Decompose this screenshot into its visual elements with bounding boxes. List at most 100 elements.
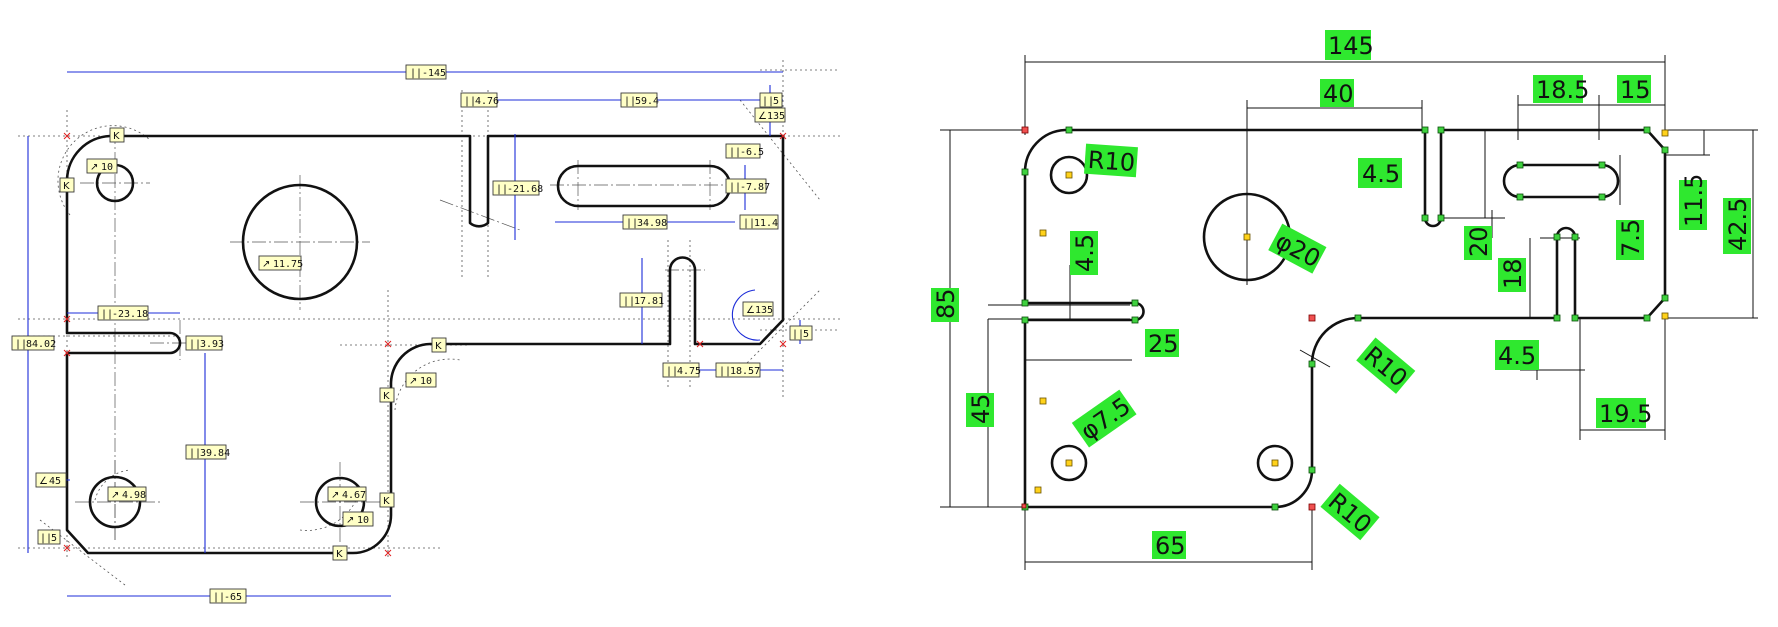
svg-text:11.5: 11.5 <box>1680 174 1708 227</box>
svg-text:15: 15 <box>1620 76 1651 104</box>
dim-label-4-75[interactable]: ||4.75 <box>662 362 701 378</box>
svg-text:||: || <box>743 218 755 229</box>
dim-label-34-98[interactable]: ||34.98 <box>622 214 668 230</box>
dim-label-r10-bottom[interactable]: R10 <box>1320 483 1380 541</box>
svg-text:-21.68: -21.68 <box>507 184 543 195</box>
radius-label-4-67[interactable]: ↗4.67 <box>327 486 367 502</box>
dim-label-4-5-a[interactable]: 4.5 <box>1358 158 1402 188</box>
svg-text:||: || <box>792 329 804 340</box>
svg-text:R10: R10 <box>1087 146 1136 177</box>
dim-label-5-left[interactable]: ||5 <box>37 529 61 545</box>
svg-text:45: 45 <box>967 393 995 424</box>
svg-text:10: 10 <box>420 376 432 387</box>
dim-label-19-5[interactable]: 19.5 <box>1596 398 1652 428</box>
dim-label-84-02[interactable]: ||84.02 <box>11 335 56 351</box>
svg-text:11.4: 11.4 <box>754 218 778 229</box>
svg-text:4.75: 4.75 <box>677 366 701 377</box>
dim-label-23-18[interactable]: ||-23.18 <box>97 305 149 321</box>
dim-label-65[interactable]: ||-65 <box>209 588 247 604</box>
svg-text:∠: ∠ <box>39 476 48 487</box>
dim-label-4-76[interactable]: ||4.76 <box>460 92 499 108</box>
svg-text:||: || <box>496 184 508 195</box>
dim-label-phi7-5[interactable]: φ7.5 <box>1071 389 1137 448</box>
svg-text:-65: -65 <box>224 592 242 603</box>
dim-label-21-68[interactable]: ||-21.68 <box>492 180 543 196</box>
radius-label-4-98[interactable]: ↗4.98 <box>107 486 147 502</box>
dim-label-145[interactable]: ||-145 <box>405 64 447 80</box>
dim-label-18[interactable]: 18 <box>1498 258 1527 292</box>
svg-text:||: || <box>729 182 741 193</box>
dim-label-3-93[interactable]: ||3.93 <box>185 335 224 351</box>
dim-label-45[interactable]: 45 <box>966 393 995 427</box>
svg-text:5: 5 <box>803 329 809 340</box>
dim-label-17-81[interactable]: ||17.81 <box>619 292 664 308</box>
svg-text:||: || <box>464 96 476 107</box>
dim-label-39-84[interactable]: ||39.84 <box>185 444 230 460</box>
tangent-tag[interactable]: K <box>379 387 395 403</box>
dim-label-11-5[interactable]: 11.5 <box>1679 174 1708 230</box>
svg-text:85: 85 <box>932 288 960 319</box>
dim-label-r10-mid[interactable]: R10 <box>1356 337 1416 394</box>
svg-text:40: 40 <box>1323 80 1354 108</box>
svg-text:↗: ↗ <box>262 259 270 270</box>
angle-label-135-mid[interactable]: ∠135 <box>742 301 774 317</box>
radius-label-11-75[interactable]: ↗11.75 <box>258 255 303 271</box>
svg-text:K: K <box>113 131 120 142</box>
angle-label-135-top[interactable]: ∠135 <box>754 107 786 123</box>
angle-label-45[interactable]: ∠45 <box>35 472 67 488</box>
svg-text:-145: -145 <box>422 68 446 79</box>
point-markers <box>63 132 787 557</box>
sketch-profile <box>65 134 785 555</box>
dim-label-42-5[interactable]: 42.5 <box>1723 198 1752 254</box>
svg-text:4.98: 4.98 <box>122 490 146 501</box>
tangent-tag[interactable]: K <box>379 492 395 508</box>
svg-text:||: || <box>624 96 636 107</box>
svg-text:||: || <box>762 96 774 107</box>
radius-label-10-c[interactable]: ↗10 <box>342 511 374 527</box>
dim-label-5-top[interactable]: ||5 <box>759 92 783 108</box>
svg-text:↗: ↗ <box>90 162 98 173</box>
svg-text:||: || <box>666 366 678 377</box>
tangent-tag[interactable]: K <box>332 545 348 561</box>
dim-label-r10-top[interactable]: R10 <box>1084 143 1138 178</box>
svg-text:10: 10 <box>357 515 369 526</box>
svg-text:||: || <box>623 296 635 307</box>
tangent-tag[interactable]: K <box>431 337 447 353</box>
construction-lines <box>18 60 840 586</box>
dim-label-85[interactable]: 85 <box>931 288 960 322</box>
dim-label-6-5[interactable]: ||-6.5 <box>725 143 764 159</box>
dim-label-7-5[interactable]: 7.5 <box>1616 219 1645 260</box>
dim-label-59-4[interactable]: ||59.4 <box>620 92 659 108</box>
svg-text:5: 5 <box>51 533 57 544</box>
dim-label-18-5[interactable]: 18.5 <box>1533 75 1589 104</box>
dim-label-4-5-b[interactable]: 4.5 <box>1070 231 1099 275</box>
dim-label-25[interactable]: 25 <box>1145 329 1179 358</box>
svg-text:3.93: 3.93 <box>200 339 224 350</box>
svg-text:-7.87: -7.87 <box>740 182 770 193</box>
dim-label-15[interactable]: 15 <box>1617 75 1651 104</box>
dim-label-4-5-c[interactable]: 4.5 <box>1495 340 1539 370</box>
dim-label-18-57[interactable]: ||18.57 <box>715 362 761 378</box>
svg-text:18.57: 18.57 <box>730 366 760 377</box>
svg-text:||: || <box>213 592 225 603</box>
svg-text:17.81: 17.81 <box>634 296 664 307</box>
svg-text:5: 5 <box>773 96 779 107</box>
svg-text:||: || <box>410 68 422 79</box>
tangent-tag[interactable]: K <box>109 127 125 143</box>
svg-text:39.84: 39.84 <box>200 448 230 459</box>
svg-text:K: K <box>383 391 390 402</box>
svg-text:45: 45 <box>49 476 61 487</box>
dim-label-145[interactable]: 145 <box>1325 30 1374 60</box>
dim-label-40[interactable]: 40 <box>1320 79 1354 108</box>
svg-text:4.5: 4.5 <box>1498 342 1536 370</box>
tangent-tag[interactable]: K <box>59 177 75 193</box>
dim-label-7-87[interactable]: ||-7.87 <box>725 178 770 194</box>
svg-text:18: 18 <box>1499 258 1527 289</box>
dim-label-65[interactable]: 65 <box>1152 531 1186 560</box>
dim-label-20[interactable]: 20 <box>1464 226 1493 260</box>
dimension-labels: ||-145 ||4.76 ||59.4 ||5 ∠135 ||-6.5 ||-… <box>11 64 813 604</box>
dim-label-5-right[interactable]: ||5 <box>789 325 813 341</box>
radius-label-10-a[interactable]: ↗10 <box>86 158 118 174</box>
radius-label-10-b[interactable]: ↗10 <box>405 372 437 388</box>
dim-label-11-4[interactable]: ||11.4 <box>739 214 779 230</box>
